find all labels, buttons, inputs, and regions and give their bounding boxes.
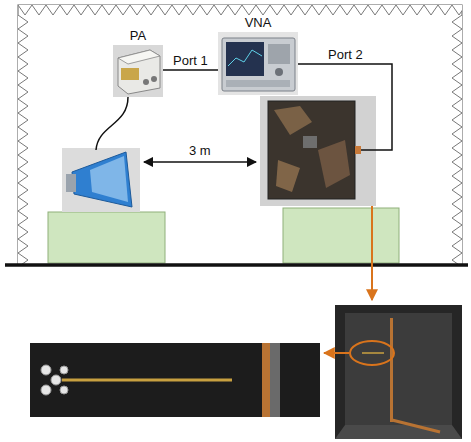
pedestals [48, 208, 399, 263]
rust-patch [318, 140, 350, 188]
keypad [268, 44, 290, 64]
horn-body [72, 152, 132, 207]
sma-connector [355, 146, 361, 154]
rf-connector [143, 79, 149, 85]
cable [298, 64, 392, 150]
photo-ground [218, 32, 298, 95]
probe-rod [62, 379, 232, 382]
chamber-wall [18, 5, 462, 265]
aperture [303, 136, 317, 148]
device-label: VNA [198, 15, 318, 30]
rust-patch [276, 160, 300, 192]
rf-connector [151, 76, 157, 82]
amplifier-case [118, 50, 160, 94]
photo-frame [335, 305, 462, 439]
front-panel [226, 80, 290, 87]
screw-head [41, 365, 51, 375]
zoom-arrow [371, 206, 373, 300]
shielding-enclosure [260, 96, 376, 206]
pedestal [48, 212, 165, 263]
analyzer-case [222, 38, 295, 91]
absorber-left [18, 15, 28, 265]
amplifier-label [121, 68, 139, 80]
photo-frame [30, 343, 320, 417]
pedestal [283, 208, 399, 263]
cable [163, 69, 218, 71]
screw-head [41, 385, 51, 395]
enclosure-interior-photo [335, 305, 462, 439]
copper-strip [390, 318, 393, 422]
photo-ground [113, 45, 163, 97]
enclosure-box [268, 101, 355, 199]
network-analyzer [218, 32, 298, 95]
zoom-arrow [324, 352, 349, 354]
horn-flange [66, 174, 76, 192]
amplifier-photo: PA [113, 45, 163, 97]
highlight-ellipse [350, 341, 394, 365]
trace [228, 50, 262, 66]
port-label: Port 2 [326, 47, 365, 62]
power-amplifier [113, 45, 163, 97]
screw-head [60, 366, 68, 374]
cable [96, 97, 128, 150]
absorber-top [18, 5, 462, 15]
back-wall [345, 313, 452, 425]
floor-panel [335, 425, 462, 439]
amplifier-top [118, 50, 160, 64]
screw-head [60, 386, 68, 394]
horn-face [90, 156, 128, 202]
wall-edge [270, 343, 280, 417]
probe-rod [362, 352, 384, 354]
distance-arrow [144, 161, 256, 163]
absorber-right [452, 15, 462, 265]
photo-ground [260, 96, 376, 206]
port-label: Port 1 [171, 53, 210, 68]
probe-closeup-photo [30, 343, 320, 417]
rust-patch [274, 106, 312, 135]
horn-antenna [62, 148, 140, 212]
knob [275, 68, 283, 76]
analyzer-screen [226, 42, 264, 76]
floor-line [5, 263, 468, 267]
device-label: PA [93, 28, 183, 43]
dimension-label: 3 m [187, 143, 213, 158]
photo-ground [62, 148, 140, 212]
copper-strip [392, 420, 440, 432]
analyzer-photo: VNA [218, 32, 298, 95]
copper-strip [262, 343, 270, 417]
screw-head [51, 375, 61, 385]
anechoic-chamber [18, 5, 462, 265]
